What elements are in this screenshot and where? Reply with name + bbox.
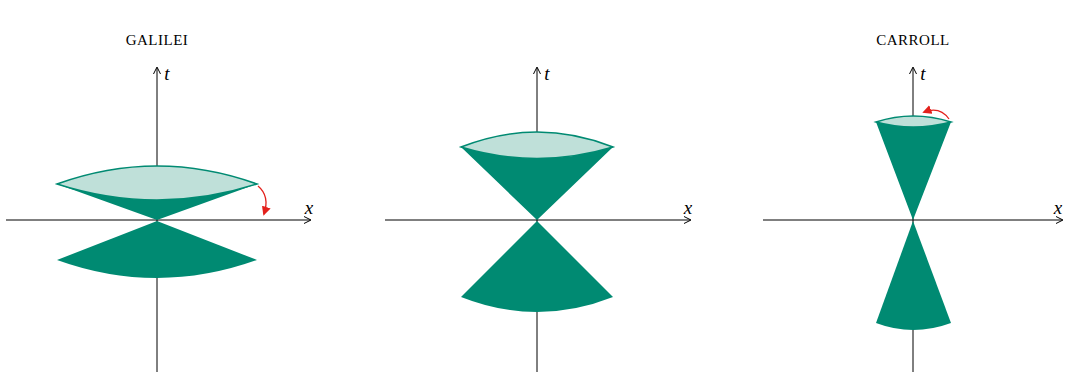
lorentz-cone (461, 132, 613, 312)
axis-label: x (305, 198, 313, 217)
panel-title: CARROLL (876, 33, 950, 48)
galilei-cone (57, 166, 266, 278)
axes (6, 67, 1063, 372)
carroll-cone (876, 110, 951, 330)
axis-label: t (920, 64, 925, 83)
axis-label: t (544, 64, 549, 83)
axis-label: t (164, 64, 169, 83)
axis-label: x (684, 198, 692, 217)
axis-label: x (1054, 198, 1062, 217)
panel-title: GALILEI (126, 33, 189, 48)
